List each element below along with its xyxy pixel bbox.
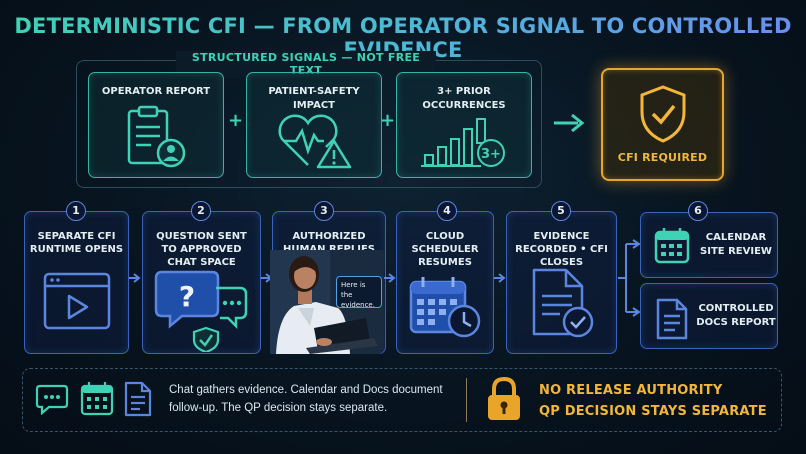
calendar-icon: [80, 382, 114, 416]
document-icon: [124, 381, 152, 417]
arrow-right-icon: [384, 273, 396, 283]
occurrences-badge: 3+: [481, 147, 501, 162]
output-card-calendar: CALENDAR SITE REVIEW: [640, 212, 778, 278]
clipboard-user-icon: [127, 105, 186, 168]
arrow-right-icon: [494, 273, 506, 283]
video-window-icon: [43, 272, 110, 330]
plus-sign: +: [228, 110, 244, 131]
summary-divider: [466, 378, 467, 422]
bar-chart-3plus-icon: 3+: [421, 118, 505, 167]
output-card-docs: CONTROLLED DOCS REPORT: [640, 283, 778, 349]
document-check-icon: [532, 268, 593, 338]
release-line-2: QP DECISION STAYS SEPARATE: [539, 404, 767, 419]
step-number-badge: 4: [437, 201, 457, 221]
signal-card-patient-safety: PATIENT-SAFETY IMPACT: [246, 72, 382, 178]
output-label: CONTROLLED DOCS REPORT: [696, 303, 776, 328]
step-number-badge: 6: [688, 201, 708, 221]
step-card-5: EVIDENCE RECORDED • CFI CLOSES: [506, 211, 617, 354]
chat-question-icon: ?: [154, 270, 247, 352]
signal-label: PATIENT-SAFETY IMPACT: [268, 86, 360, 111]
calendar-icon: [654, 228, 690, 264]
plus-sign: +: [380, 110, 396, 131]
svg-text:?: ?: [178, 280, 194, 313]
step-label: EVIDENCE RECORDED • CFI CLOSES: [515, 231, 608, 268]
chat-icon: [35, 384, 69, 415]
page-title: DETERMINISTIC CFI — FROM OPERATOR SIGNAL…: [0, 14, 806, 62]
heart-warning-icon: [278, 114, 352, 169]
step-label: AUTHORIZED HUMAN REPLIES: [283, 231, 375, 255]
step-card-1: SEPARATE CFI RUNTIME OPENS: [24, 211, 129, 354]
cfi-required-card: CFI REQUIRED: [601, 68, 724, 181]
signal-label: 3+ PRIOR OCCURRENCES: [422, 86, 506, 111]
summary-text: Chat gathers evidence. Calendar and Docs…: [169, 384, 443, 414]
summary-frame: [22, 368, 782, 432]
step-card-2: QUESTION SENT TO APPROVED CHAT SPACE ?: [142, 211, 261, 354]
branch-connector: [618, 239, 641, 317]
step-label: QUESTION SENT TO APPROVED CHAT SPACE: [156, 231, 247, 268]
release-line-1: NO RELEASE AUTHORITY: [539, 383, 723, 398]
arrow-right-icon: [554, 113, 585, 133]
shield-check-icon: [640, 85, 685, 143]
cfi-required-label: CFI REQUIRED: [617, 151, 708, 164]
step-label: CLOUD SCHEDULER RESUMES: [411, 231, 479, 268]
signal-label: OPERATOR REPORT: [101, 86, 211, 97]
signal-card-prior-occurrences: 3+ PRIOR OCCURRENCES 3+: [396, 72, 532, 178]
document-icon: [656, 298, 688, 340]
lock-icon: [488, 376, 520, 420]
step-card-4: CLOUD SCHEDULER RESUMES: [396, 211, 494, 354]
step-number-badge: 2: [191, 201, 211, 221]
calendar-clock-icon: [409, 277, 481, 338]
step-label: SEPARATE CFI RUNTIME OPENS: [29, 231, 124, 255]
release-authority-note: NO RELEASE AUTHORITY QP DECISION STAYS S…: [539, 380, 779, 422]
signal-card-operator-report: OPERATOR REPORT: [88, 72, 224, 178]
step-number-badge: 3: [314, 201, 334, 221]
arrow-right-icon: [129, 273, 141, 283]
step-number-badge: 1: [66, 201, 86, 221]
reply-speech-bubble: Here is the evidence.: [336, 276, 382, 309]
step-number-badge: 5: [551, 201, 571, 221]
output-label: CALENDAR SITE REVIEW: [700, 232, 772, 257]
